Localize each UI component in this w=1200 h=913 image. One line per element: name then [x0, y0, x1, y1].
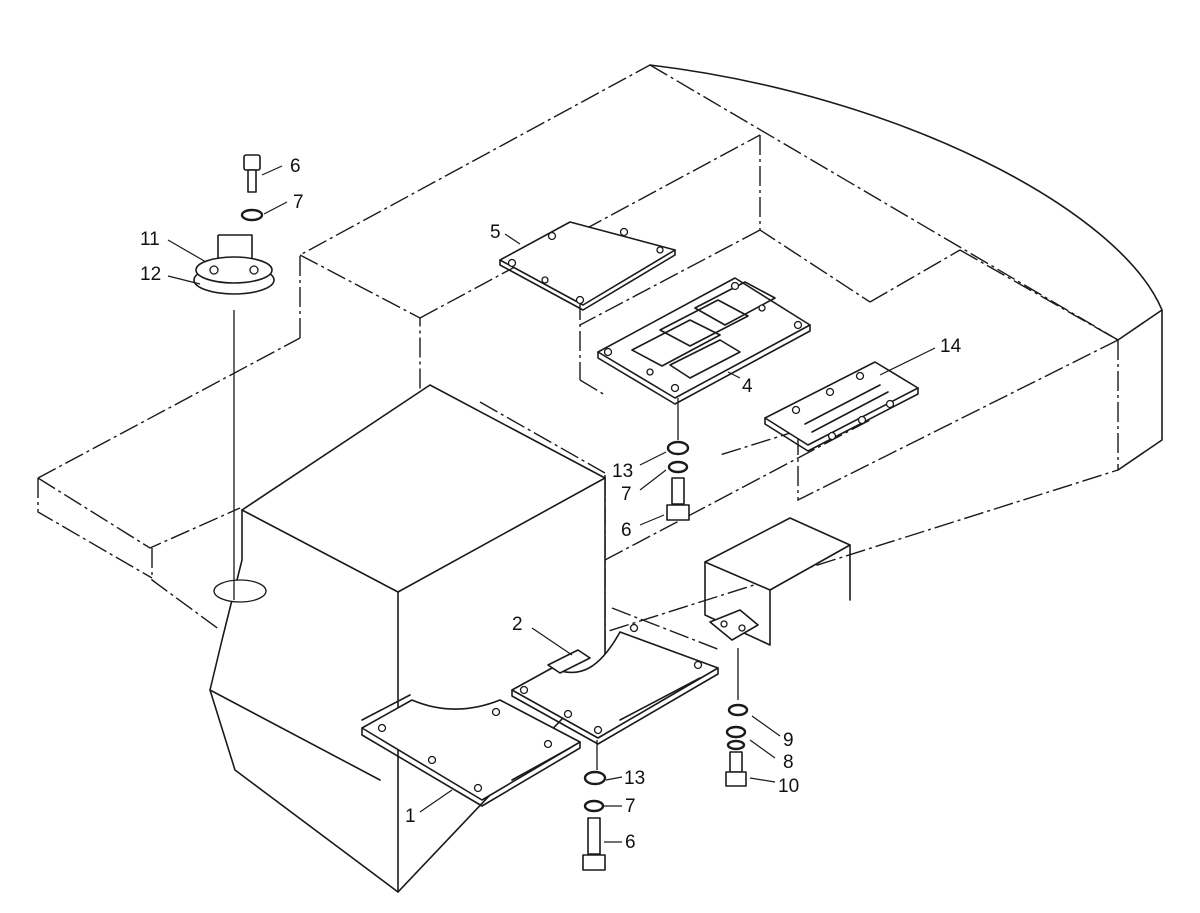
- callout-label: 6: [290, 156, 301, 177]
- bolt-head: [243, 154, 261, 171]
- callout-label: 10: [778, 776, 799, 797]
- hold-down-plate-2: [511, 623, 719, 745]
- callout-label: 1: [405, 806, 416, 827]
- support-bracket: [704, 517, 851, 646]
- leader-lines: [167, 165, 936, 843]
- callout-label: 7: [293, 192, 304, 213]
- right-hardware: [725, 703, 749, 787]
- callout-labels: 6 7 11 12 5 4 14 13 7 6 2 1 9 8 10 13 7 …: [140, 156, 962, 853]
- callout-label: 8: [783, 752, 794, 773]
- callout-label: 7: [625, 796, 636, 817]
- flange: [195, 256, 273, 284]
- assembly-axes: [233, 310, 739, 770]
- callout-label: 13: [624, 768, 645, 789]
- callout-label: 5: [490, 222, 501, 243]
- flange-neck: [218, 234, 253, 258]
- callout-label: 9: [783, 730, 794, 751]
- callout-label: 4: [742, 376, 753, 397]
- bottom-hardware: [582, 770, 607, 871]
- bracket-14: [764, 361, 919, 452]
- callout-label: 14: [940, 336, 962, 357]
- callout-label: 6: [625, 832, 636, 853]
- callout-label: 12: [140, 264, 161, 285]
- callout-label: 11: [140, 229, 160, 250]
- callout-label: 6: [621, 520, 632, 541]
- hold-down-plate-1: [361, 694, 581, 807]
- callout-label: 13: [612, 461, 633, 482]
- callout-label: 2: [512, 614, 523, 635]
- mounting-plate-4: [597, 277, 811, 405]
- bolt-shank: [247, 169, 257, 193]
- center-hardware: [666, 440, 690, 521]
- callout-label: 7: [621, 484, 632, 505]
- filler-hardware: [193, 154, 275, 295]
- cover-plate-5: [499, 221, 676, 311]
- lock-washer: [240, 208, 264, 222]
